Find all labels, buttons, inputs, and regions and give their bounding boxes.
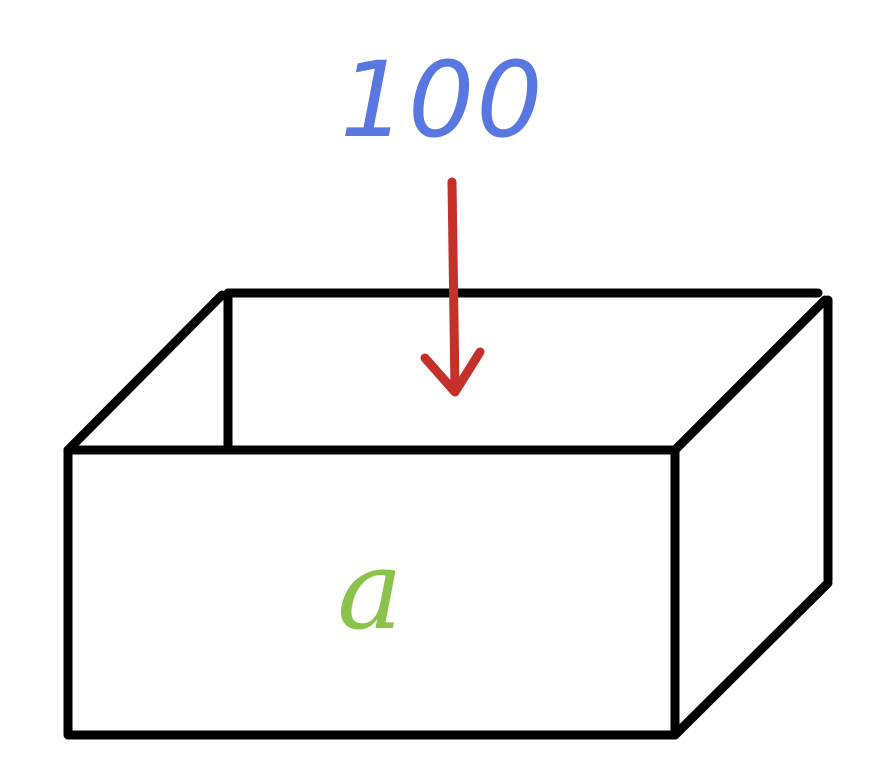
box-top-left-edge: [63, 290, 227, 455]
arrow-down-icon: [420, 177, 485, 397]
variable-name-label: a: [337, 526, 403, 654]
arrow-head: [420, 347, 485, 397]
open-box-icon: [63, 288, 833, 740]
box-top-right-edge: [670, 295, 830, 455]
box-right-bottom-edge: [670, 578, 833, 740]
input-value-label: 100: [340, 39, 545, 161]
arrow-shaft: [447, 177, 460, 395]
